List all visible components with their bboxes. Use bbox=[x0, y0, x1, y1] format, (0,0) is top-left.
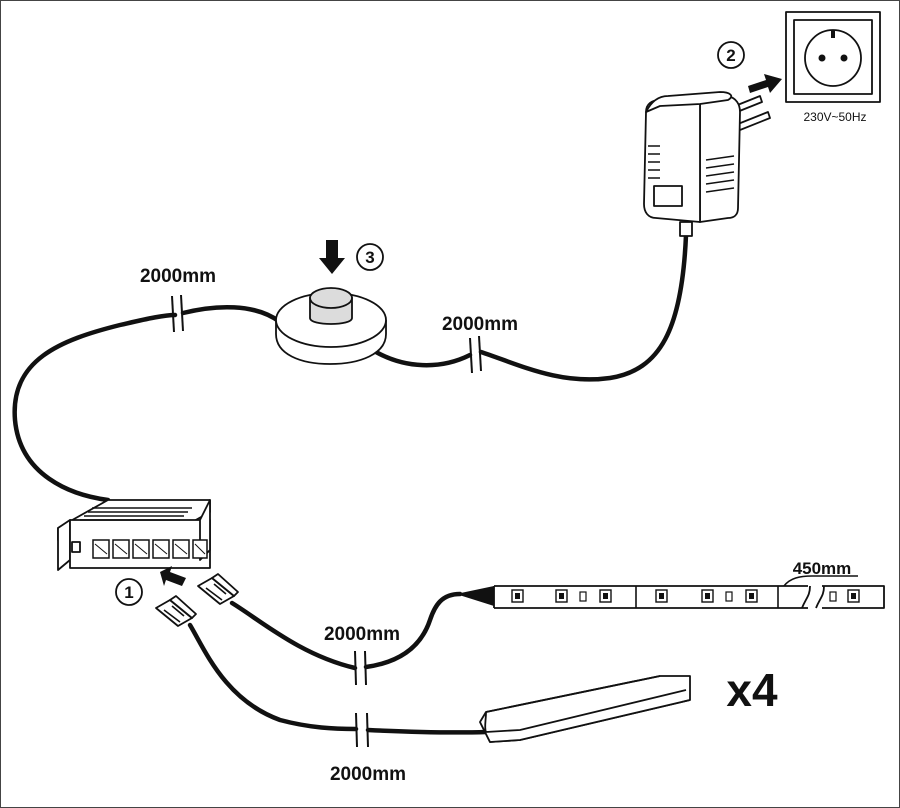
step-1-number: 1 bbox=[124, 583, 133, 602]
power-adapter bbox=[643, 91, 771, 237]
step-3-marker: 3 bbox=[356, 243, 384, 271]
cable-length-bottom-lower: 2000mm bbox=[330, 764, 406, 785]
break-marker-top-right bbox=[469, 335, 482, 374]
step-2-marker: 2 bbox=[717, 41, 745, 69]
step-1-arrow bbox=[160, 566, 186, 586]
break-marker-bottom-upper bbox=[354, 650, 367, 686]
cable-connector-to-strip bbox=[229, 591, 463, 671]
cable-connector-to-profile bbox=[187, 622, 489, 735]
foot-switch bbox=[275, 287, 387, 365]
distributor-box bbox=[57, 499, 211, 571]
step-3-arrow bbox=[319, 240, 345, 274]
step-1-marker: 1 bbox=[115, 578, 143, 606]
cable-distributor-to-switch bbox=[12, 304, 283, 503]
quantity-label: x4 bbox=[726, 664, 778, 716]
cable-length-top-right: 2000mm bbox=[442, 314, 518, 335]
connector-lower bbox=[155, 595, 197, 627]
wall-socket bbox=[785, 11, 881, 103]
led-strip bbox=[456, 585, 885, 609]
cable-length-top-left: 2000mm bbox=[140, 266, 216, 287]
strip-length: 450mm bbox=[793, 559, 852, 578]
light-profile bbox=[479, 675, 691, 743]
break-marker-top-left bbox=[171, 294, 184, 333]
step-2-arrow bbox=[748, 74, 782, 93]
step-2-number: 2 bbox=[726, 46, 735, 65]
cable-length-bottom-upper: 2000mm bbox=[324, 624, 400, 645]
step-3-number: 3 bbox=[365, 248, 374, 267]
break-marker-bottom-lower bbox=[355, 712, 369, 748]
connector-upper bbox=[197, 573, 239, 605]
strip-length-marker bbox=[783, 575, 858, 587]
socket-rating: 230V~50Hz bbox=[803, 110, 866, 124]
cable-switch-to-adapter bbox=[373, 232, 689, 382]
